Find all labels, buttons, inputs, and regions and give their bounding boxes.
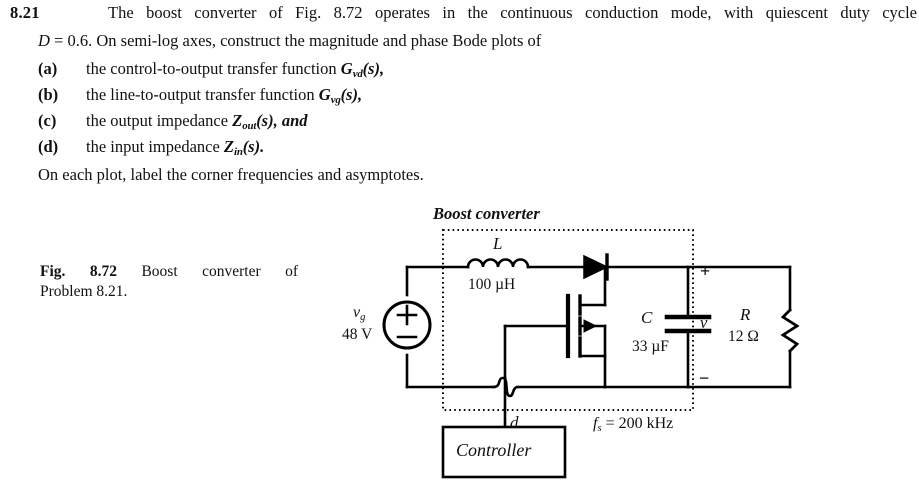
capacitor-symbol-label: C xyxy=(641,308,653,327)
caption-line-2: Problem 8.21. xyxy=(40,283,128,301)
item-b-prefix: the line-to-output transfer function xyxy=(86,85,319,104)
switching-frequency-value: = 200 kHz xyxy=(605,415,674,432)
item-c-label: (c) xyxy=(38,111,57,130)
item-a-suffix: (s), xyxy=(362,59,385,78)
item-c-symbol: Z xyxy=(232,111,243,130)
controller-label: Controller xyxy=(456,440,532,460)
source-symbol-v: v xyxy=(353,304,361,321)
item-d-label: (d) xyxy=(38,137,59,156)
output-minus-label: − xyxy=(699,368,710,388)
resistor-zigzag-icon xyxy=(780,308,800,353)
item-c-suffix: (s), and xyxy=(256,111,308,130)
resistor-symbol-label: R xyxy=(740,305,751,324)
duty-rest: = 0.6. On semi-log axes, construct the m… xyxy=(54,31,542,50)
problem-intro-text: The boost converter of Fig. 8.72 operate… xyxy=(108,3,917,22)
diode-triangle-icon xyxy=(583,254,609,280)
output-plus-label: + xyxy=(700,261,711,281)
item-a-label: (a) xyxy=(38,59,58,78)
schematic-svg xyxy=(382,229,800,479)
wire-crossing-hop-icon xyxy=(491,376,520,398)
resistor-value-label: 12 Ω xyxy=(728,328,759,345)
boost-converter-boundary-label: Boost converter xyxy=(433,204,540,223)
problem-duty-line: D = 0.6. On semi-log axes, construct the… xyxy=(38,31,541,51)
item-b-label: (b) xyxy=(38,85,59,104)
item-b-subscript: vg xyxy=(330,94,341,107)
item-d-prefix: the input impedance xyxy=(86,137,224,156)
item-d-text: the input impedance Zin(s). xyxy=(86,137,264,158)
figure-caption: Fig. 8.72 Boost converter of Problem 8.2… xyxy=(40,262,320,302)
inductor-symbol-label: L xyxy=(493,234,503,253)
boost-converter-schematic: Boost converter L 100 µH C 33 µF R 12 Ω … xyxy=(340,200,919,489)
switching-frequency-label: fs = 200 kHz xyxy=(593,415,673,434)
item-b-symbol: G xyxy=(318,85,331,104)
source-plus-icon xyxy=(396,304,418,326)
item-c-subscript: out xyxy=(242,120,257,133)
item-c-text: the output impedance Zout(s), and xyxy=(86,111,308,132)
item-a-subscript: vd xyxy=(352,68,363,81)
inductor-value-label: 100 µH xyxy=(468,276,516,293)
source-symbol-subscript: g xyxy=(360,311,366,323)
caption-line-1-rest: Boost converter of xyxy=(141,263,299,280)
problem-footer-text: On each plot, label the corner frequenci… xyxy=(38,165,424,184)
duty-cycle-signal-label: d xyxy=(510,413,519,432)
item-a-text: the control-to-output transfer function … xyxy=(86,59,384,80)
mosfet-body-arrow-icon xyxy=(583,319,598,333)
source-symbol-label: vg xyxy=(353,304,365,323)
item-b-text: the line-to-output transfer function Gvg… xyxy=(86,85,362,106)
inductor-coil-icon xyxy=(466,258,530,269)
controller-box xyxy=(441,425,567,479)
converter-boundary-dotted-box xyxy=(442,229,694,411)
problem-number: 8.21 xyxy=(10,3,40,22)
switching-frequency-subscript: s xyxy=(597,422,602,434)
caption-line-1: Fig. 8.72 Boost converter of xyxy=(40,262,298,282)
switching-frequency-symbol: f xyxy=(593,415,598,432)
item-c-prefix: the output impedance xyxy=(86,111,233,130)
item-a-symbol: G xyxy=(340,59,353,78)
item-d-symbol: Z xyxy=(223,137,235,156)
capacitor-value-label: 33 µF xyxy=(632,338,669,355)
item-a-prefix: the control-to-output transfer function xyxy=(86,59,341,78)
item-d-suffix: (s). xyxy=(242,137,265,156)
output-voltage-label: v xyxy=(700,313,708,332)
source-value-label: 48 V xyxy=(342,326,373,343)
item-b-suffix: (s), xyxy=(340,85,363,104)
caption-figure-number: Fig. 8.72 xyxy=(40,263,117,280)
item-d-subscript: in xyxy=(234,146,243,159)
duty-symbol: D xyxy=(38,31,50,50)
